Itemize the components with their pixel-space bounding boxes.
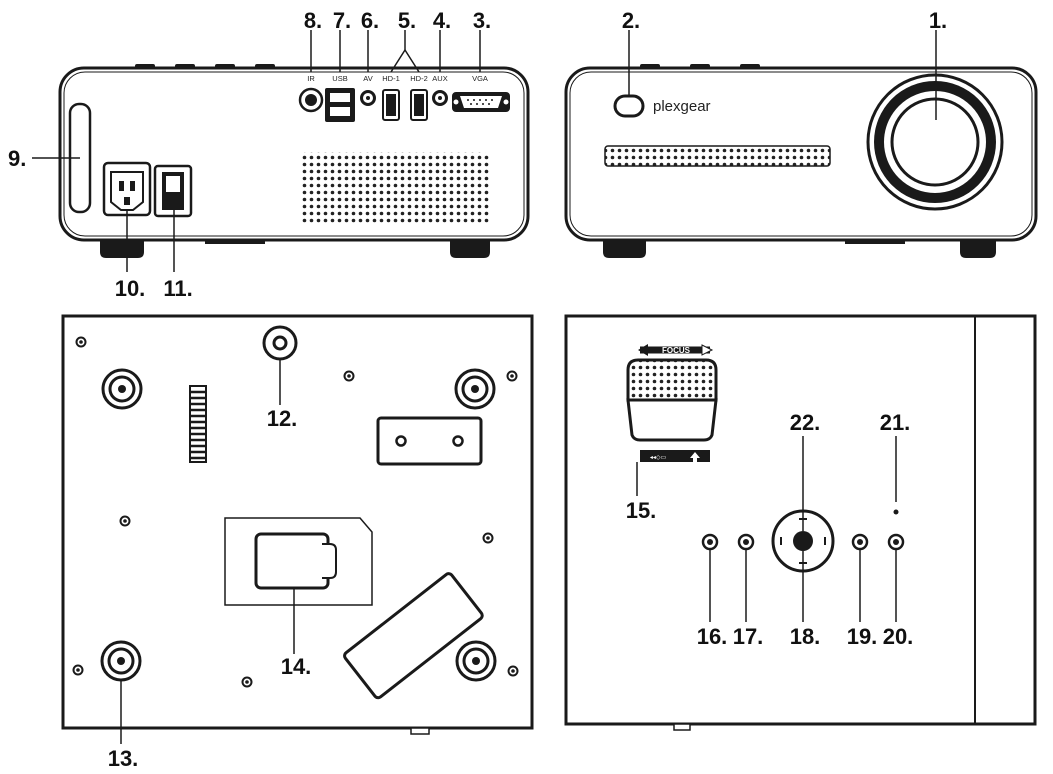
keystone-icon: ◂◂◇▭ <box>650 455 667 461</box>
mount-plate <box>376 416 483 466</box>
button-19[interactable] <box>851 533 869 551</box>
port-label-usb: USB <box>332 74 347 83</box>
callout-10: 10. <box>115 276 146 301</box>
port-label-av: AV <box>363 74 372 83</box>
callout-20: 20. <box>883 624 914 649</box>
callout-17: 17. <box>733 624 764 649</box>
callout-18: 18. <box>790 624 821 649</box>
tripod-mount <box>262 325 298 361</box>
av-port <box>360 90 376 106</box>
callout-5: 5. <box>398 8 416 33</box>
callout-13: 13. <box>108 746 139 771</box>
callout-22: 22. <box>790 410 821 435</box>
hdmi-port-1 <box>382 89 400 121</box>
ir-sensor <box>298 87 324 113</box>
button-16[interactable] <box>701 533 719 551</box>
port-label-aux: AUX <box>432 74 447 83</box>
callout-3: 3. <box>473 8 491 33</box>
lens <box>866 73 1004 211</box>
callout-21: 21. <box>880 410 911 435</box>
callout-15: 15. <box>626 498 657 523</box>
callout-7: 7. <box>333 8 351 33</box>
callout-4: 4. <box>433 8 451 33</box>
bottom-vent <box>189 385 207 463</box>
power-button[interactable] <box>887 533 905 551</box>
speaker-grille <box>300 152 490 224</box>
callout-9: 9. <box>8 146 26 171</box>
port-label-hd2: HD-2 <box>410 74 428 83</box>
button-17[interactable] <box>737 533 755 551</box>
front-vent <box>604 145 831 167</box>
usb-port <box>325 88 355 122</box>
focus-wheel: FOCUS ◂◂◇▭ <box>626 344 718 468</box>
callout-6: 6. <box>361 8 379 33</box>
status-led <box>893 509 899 515</box>
hdmi-port-2 <box>410 89 428 121</box>
callout-16: 16. <box>697 624 728 649</box>
power-switch <box>153 164 193 218</box>
port-label-ir: IR <box>307 74 315 83</box>
vga-port <box>452 92 510 112</box>
front-ir-window <box>613 94 645 118</box>
callout-19: 19. <box>847 624 878 649</box>
aux-port <box>432 90 448 106</box>
access-cover <box>224 517 373 606</box>
rear-view: IR USB AV HD-1 HD-2 AUX VGA <box>8 8 530 301</box>
power-socket <box>102 161 152 217</box>
top-view: FOCUS ◂◂◇▭ <box>564 314 1037 731</box>
callout-14: 14. <box>281 654 312 679</box>
callout-1: 1. <box>929 8 947 33</box>
port-label-vga: VGA <box>472 74 488 83</box>
callout-8: 8. <box>304 8 322 33</box>
port-label-hd1: HD-1 <box>382 74 400 83</box>
callout-11: 11. <box>163 276 192 301</box>
brand-logo: plexgear <box>653 98 711 115</box>
front-view: plexgear 2. 1. <box>564 8 1038 258</box>
label-plate <box>343 572 484 700</box>
callout-2: 2. <box>622 8 640 33</box>
focus-label: FOCUS <box>662 346 691 355</box>
callout-12: 12. <box>267 406 298 431</box>
bottom-view: 12. 14. 13. <box>61 314 534 771</box>
